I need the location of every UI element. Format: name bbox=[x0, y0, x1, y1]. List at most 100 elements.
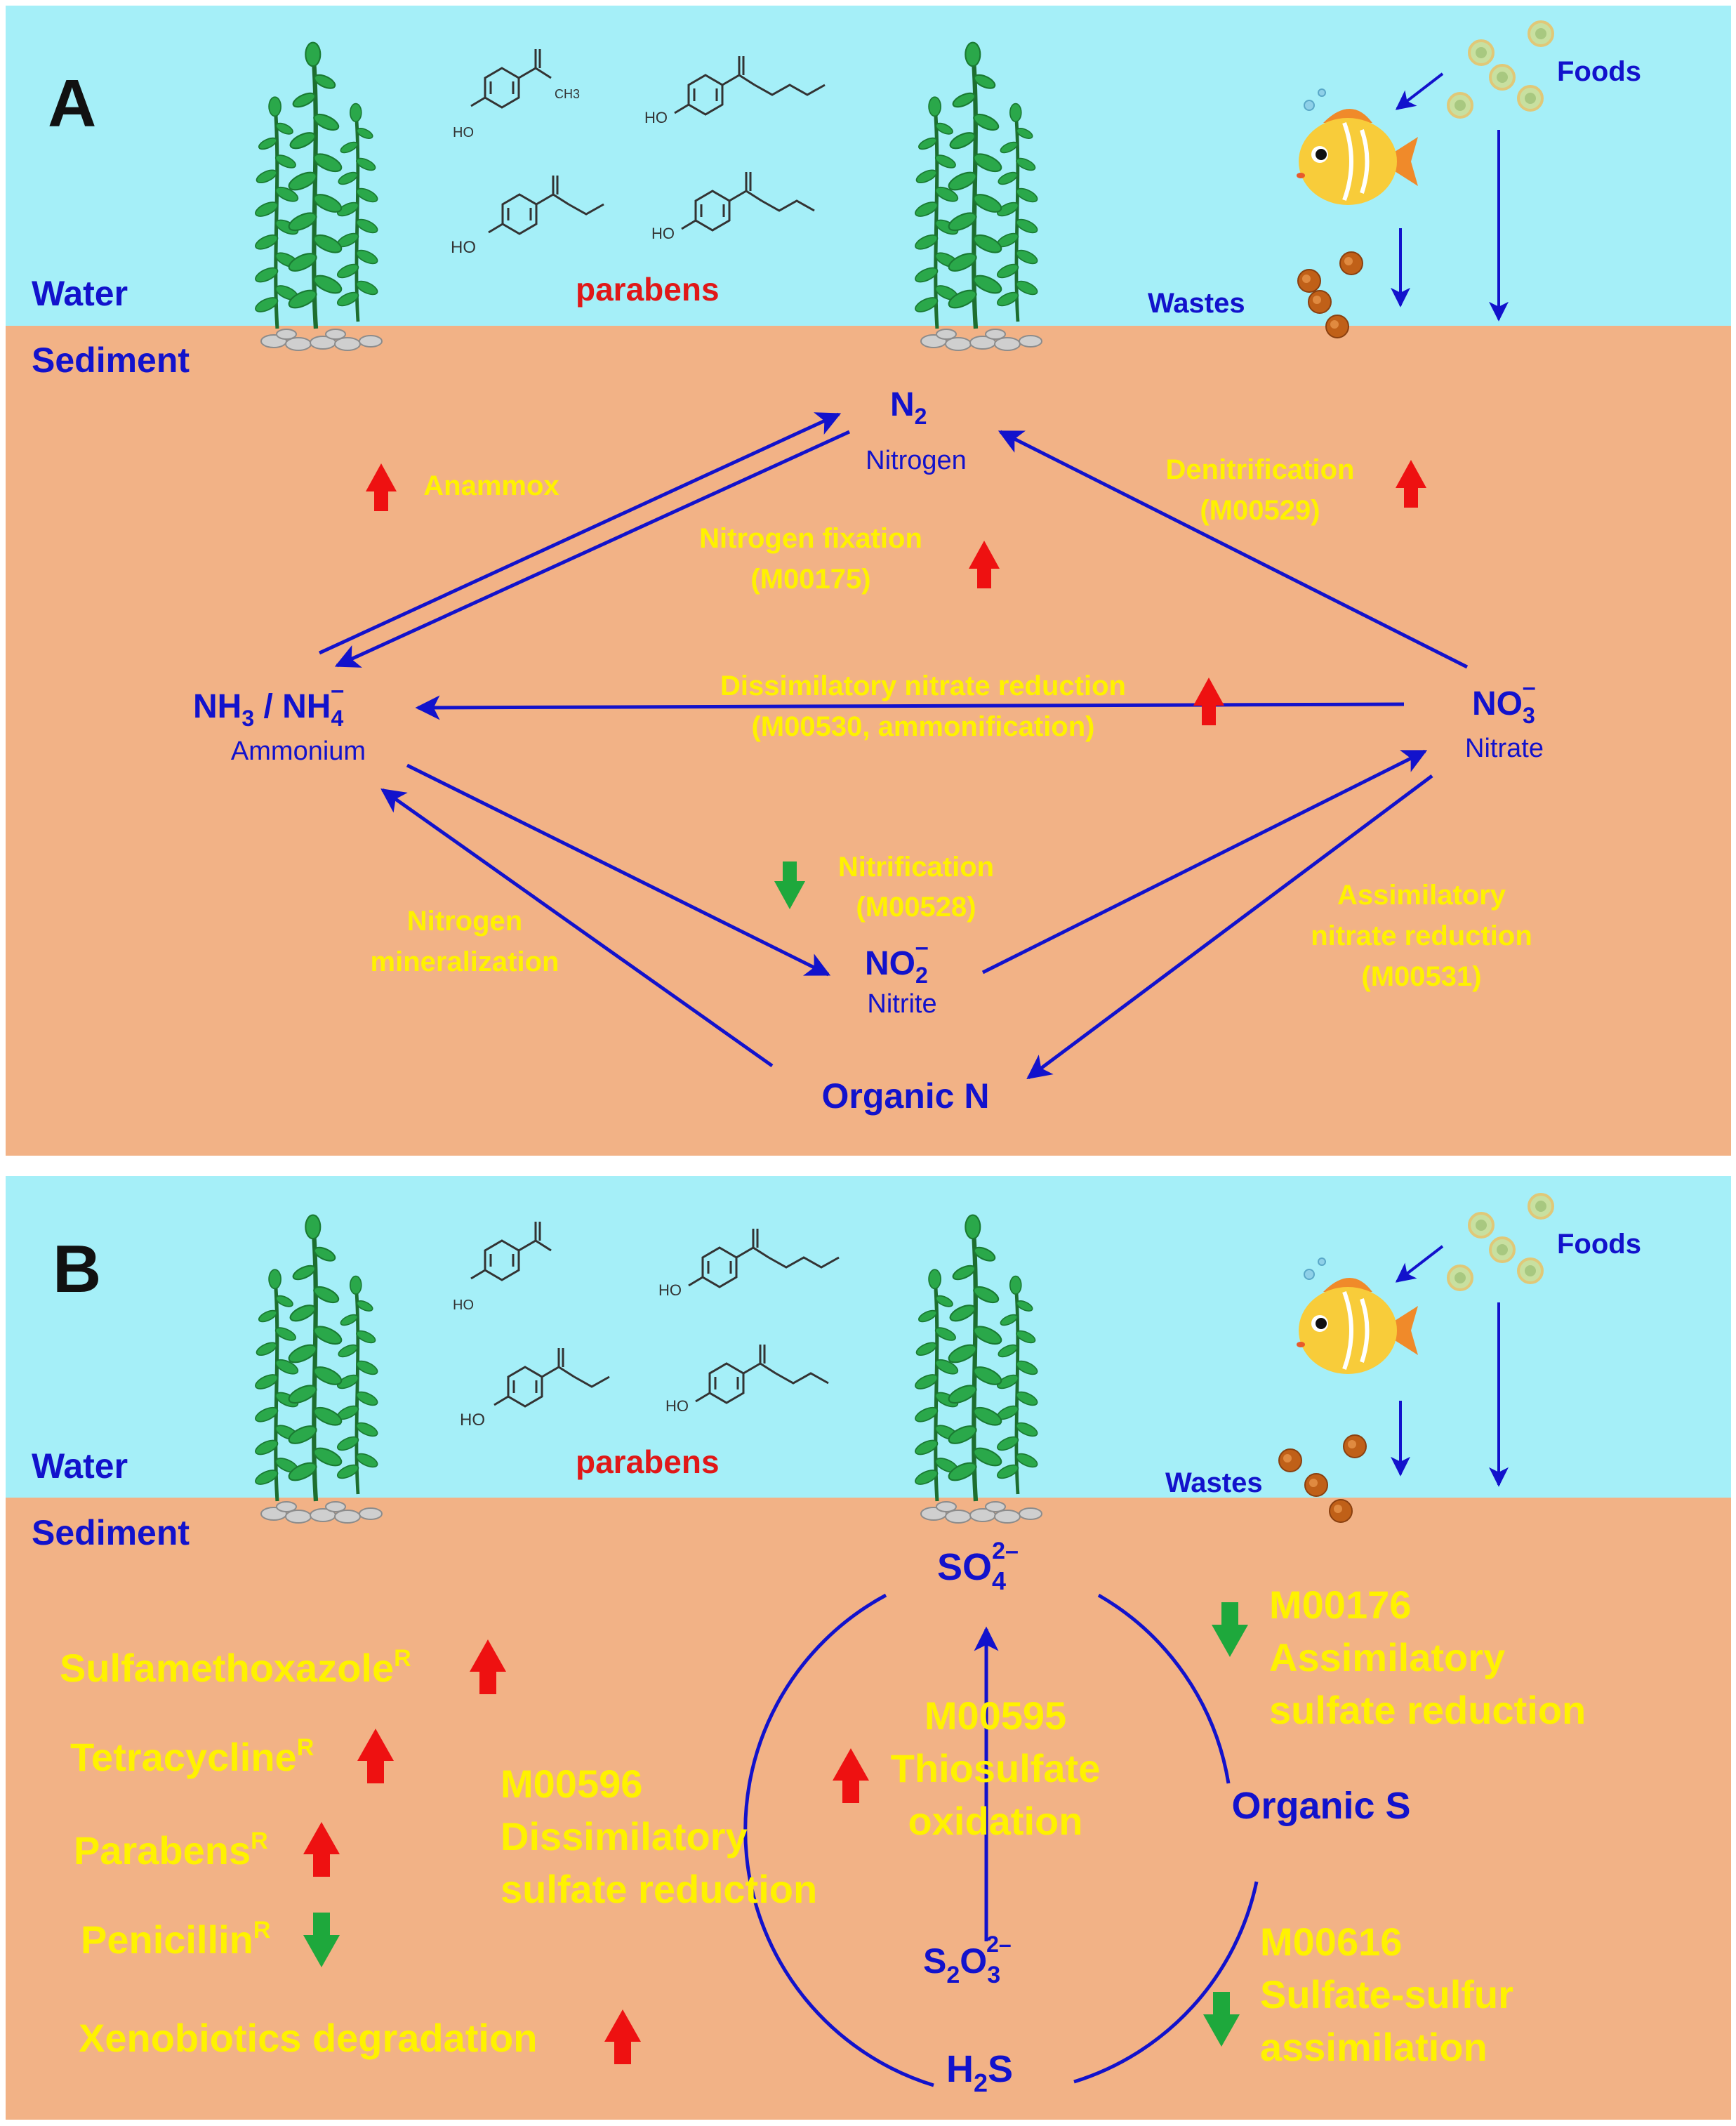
label-nitrification-2: (M00528) bbox=[856, 892, 976, 923]
label-m00595-3: oxidation bbox=[908, 1799, 1083, 1843]
label-mineralization-1: Nitrogen bbox=[407, 906, 522, 937]
label-dnra-2: (M00530, ammonification) bbox=[751, 711, 1094, 742]
paraben-molecules-a: HO HO HO HO CH3 bbox=[451, 48, 826, 257]
node-no2: NO2– bbox=[865, 934, 929, 988]
arrow-mineralization bbox=[380, 788, 774, 1068]
up-arrow-anammox bbox=[366, 463, 397, 511]
panel-letter-b: B bbox=[53, 1232, 101, 1307]
label-m00176-1: M00176 bbox=[1269, 1583, 1411, 1627]
water-label-b: Water bbox=[32, 1446, 128, 1486]
resistance-item-2: ParabensR bbox=[74, 1828, 268, 1873]
up-arrow-fixation bbox=[969, 541, 1000, 588]
label-denitrification-1: Denitrification bbox=[1166, 454, 1355, 485]
resistance-item-0: SulfamethoxazoleR bbox=[60, 1645, 411, 1690]
ho-label-b1: HO bbox=[453, 1298, 474, 1313]
arrow-dnra bbox=[415, 695, 1405, 720]
resistance-trend-1 bbox=[357, 1729, 394, 1783]
food-flow-arrows-a bbox=[1391, 72, 1509, 322]
resistance-trend-3 bbox=[303, 1913, 340, 1967]
node-s2o3: S2O32– bbox=[923, 1932, 1012, 1988]
trend-arrows-a bbox=[366, 460, 1426, 909]
ethyl-chain bbox=[568, 203, 604, 216]
arrow-anammox-down bbox=[334, 430, 851, 668]
resistance-trend-4 bbox=[604, 2009, 641, 2064]
s-cycle-arcs bbox=[743, 1593, 1259, 2087]
label-assimilatory-3: (M00531) bbox=[1361, 961, 1481, 992]
label-dnra-1: Dissimilatory nitrate reduction bbox=[720, 671, 1126, 701]
label-m00596-3: sulfate reduction bbox=[501, 1867, 817, 1911]
resistance-trend-0 bbox=[470, 1639, 506, 1694]
parabens-label-b: parabens bbox=[576, 1444, 720, 1480]
down-arrow-m00176 bbox=[1212, 1602, 1248, 1657]
butyl-chain-b bbox=[768, 1256, 840, 1269]
arc-left bbox=[743, 1593, 934, 2087]
label-m00595-2: Thiosulfate bbox=[891, 1746, 1101, 1790]
paraben-molecules-b: HO HO HO HO bbox=[453, 1220, 840, 1430]
up-arrow-denitrification bbox=[1396, 460, 1426, 508]
parabens-label-a: parabens bbox=[576, 271, 720, 308]
node-no3-name: Nitrate bbox=[1465, 734, 1544, 763]
node-nh-name: Ammonium bbox=[231, 737, 366, 766]
arrow-nitrification-2 bbox=[981, 749, 1428, 975]
water-label-a: Water bbox=[32, 274, 128, 313]
node-n2-name: Nitrogen bbox=[866, 446, 967, 475]
label-m00176-2: Assimilatory bbox=[1269, 1635, 1505, 1679]
foods-label-a: Foods bbox=[1557, 56, 1641, 87]
label-fixation-2: (M00175) bbox=[750, 564, 870, 595]
ho-label-b3: HO bbox=[460, 1411, 485, 1430]
down-arrow-m00616 bbox=[1203, 1992, 1240, 2047]
node-so4: SO42– bbox=[937, 1538, 1019, 1595]
food-flow-arrows-b bbox=[1391, 1245, 1509, 1487]
arrow-assimilatory bbox=[1026, 774, 1433, 1080]
node-no2-name: Nitrite bbox=[867, 989, 936, 1019]
sediment-band-a bbox=[6, 326, 1731, 1156]
label-assimilatory-1: Assimilatory bbox=[1337, 880, 1506, 911]
panel-a: A Water Sediment parabens Foods Wastes H… bbox=[6, 6, 1731, 1156]
up-arrow-m00595 bbox=[833, 1748, 869, 1803]
label-m00616-2: Sulfate-sulfur bbox=[1260, 1972, 1513, 2016]
ho-label-a3: HO bbox=[451, 238, 476, 257]
n-cycle-arrows bbox=[318, 412, 1469, 1080]
label-m00595-1: M00595 bbox=[925, 1693, 1066, 1738]
node-nh3-nh4: NH3 / NH4– bbox=[193, 677, 344, 731]
label-m00596-2: Dissimilatory bbox=[501, 1814, 748, 1858]
ethyl-chain-b bbox=[574, 1375, 610, 1388]
sediment-label-b: Sediment bbox=[32, 1513, 190, 1552]
ho-label-b2: HO bbox=[658, 1281, 682, 1299]
node-organic-s: Organic S bbox=[1231, 1785, 1410, 1827]
sediment-band-b bbox=[6, 1498, 1731, 2120]
panel-b: B Water Sediment parabens Foods Wastes H… bbox=[6, 1176, 1731, 2120]
label-fixation-1: Nitrogen fixation bbox=[699, 523, 922, 554]
label-nitrification-1: Nitrification bbox=[838, 852, 994, 883]
node-h2s: H2S bbox=[946, 2048, 1013, 2097]
ho-label-b4: HO bbox=[665, 1397, 689, 1415]
node-no3: NO3– bbox=[1472, 674, 1536, 728]
wastes-label-a: Wastes bbox=[1148, 288, 1245, 319]
resistance-item-3: PenicillinR bbox=[81, 1917, 270, 1962]
label-mineralization-2: mineralization bbox=[371, 946, 559, 977]
node-organic-n: Organic N bbox=[822, 1076, 990, 1116]
ho-label-a2: HO bbox=[644, 109, 668, 126]
foods-label-b: Foods bbox=[1557, 1229, 1641, 1260]
label-denitrification-2: (M00529) bbox=[1200, 495, 1320, 526]
label-m00616-1: M00616 bbox=[1260, 1920, 1402, 1964]
label-m00176-3: sulfate reduction bbox=[1269, 1688, 1586, 1732]
butyl-chain bbox=[754, 84, 826, 96]
arrow-anammox-up bbox=[318, 412, 842, 655]
arc-right-top bbox=[1097, 1593, 1231, 1784]
label-m00616-3: assimilation bbox=[1260, 2025, 1487, 2069]
ho-label-a4: HO bbox=[651, 225, 675, 242]
label-anammox: Anammox bbox=[423, 470, 559, 501]
resistance-trend-2 bbox=[303, 1822, 340, 1877]
ho-label-a1: HO bbox=[453, 125, 474, 140]
resistance-list: SulfamethoxazoleRTetracyclineRParabensRP… bbox=[60, 1639, 641, 2064]
trend-arrows-b bbox=[833, 1602, 1248, 2047]
label-assimilatory-2: nitrate reduction bbox=[1311, 920, 1532, 951]
up-arrow-dnra bbox=[1193, 678, 1224, 725]
down-arrow-nitrification bbox=[774, 861, 805, 909]
label-m00596-1: M00596 bbox=[501, 1762, 642, 1806]
arrow-nitrification-1 bbox=[406, 763, 831, 977]
propyl-chain-b bbox=[775, 1372, 829, 1385]
arrow-denitrification bbox=[998, 430, 1469, 669]
resistance-item-4: Xenobiotics degradation bbox=[79, 2016, 537, 2060]
